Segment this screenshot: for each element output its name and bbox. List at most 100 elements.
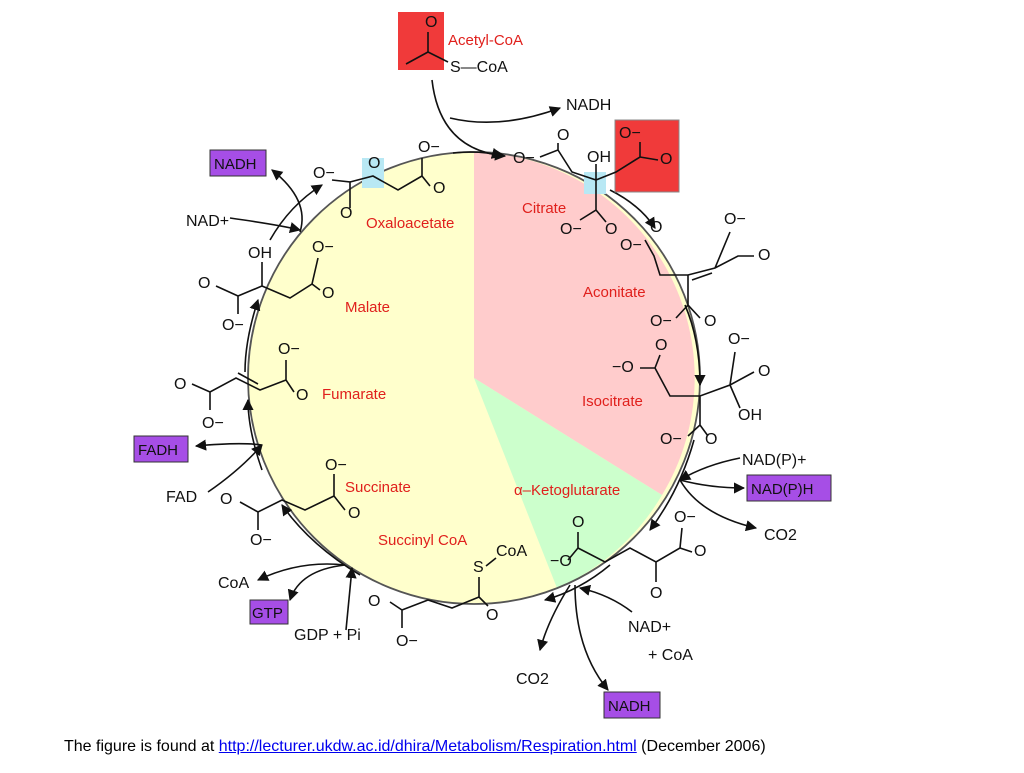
arrow-nadp-in	[679, 457, 741, 481]
fum-o-minus-top: O−	[278, 341, 300, 358]
nadph-box	[746, 474, 832, 502]
arrow-gtp-out	[287, 564, 346, 602]
fumarate-structure: O− O O O− Fumarate	[174, 341, 386, 432]
cit-o-minus-right: O−	[619, 125, 641, 142]
succinyl-coa-skeleton	[389, 557, 497, 628]
citrate-skeleton	[539, 142, 659, 223]
iso-minus-o-left: −O	[612, 359, 634, 376]
co2-akg-label: CO2	[516, 671, 549, 688]
label-ketoglutarate: α–Ketoglutarate	[514, 482, 620, 499]
label-malate: Malate	[345, 299, 390, 316]
iso-oh: OH	[738, 407, 762, 424]
fum-o-right: O	[296, 387, 308, 404]
cit-o-minus-bottom: O−	[560, 221, 582, 238]
arrow-aconitate-to-isocitrate	[684, 304, 706, 387]
citrate-atom-highlight	[584, 172, 606, 194]
oxaloacetate-structure: O− O O− O O Oxaloacetate	[313, 139, 454, 232]
acetyl-bond	[405, 51, 429, 65]
acon-o-bottom: O	[704, 313, 716, 330]
arrow-coa-out	[256, 563, 346, 581]
label-aconitate: Aconitate	[583, 284, 646, 301]
arrow-akg-to-succoa	[543, 564, 611, 603]
nadph-label: NAD(P)H	[751, 481, 814, 498]
arrow-fadh-out	[194, 439, 263, 451]
arrow-acetylcoa-in	[431, 79, 507, 161]
figure-caption: The figure is found at http://lecturer.u…	[64, 738, 766, 756]
malate-structure: OH O− O O O− Malate	[198, 239, 390, 334]
nadp-plus-label: NAD(P)+	[742, 452, 806, 469]
akg-minus-o-left: −O	[550, 553, 572, 570]
arrow-gdp-in	[345, 566, 357, 631]
succ-o-left: O	[220, 491, 232, 508]
caption-suffix: (December 2006)	[636, 738, 766, 755]
acon-o-minus-left: O−	[620, 237, 642, 254]
nadh-bottom-label: NADH	[608, 698, 651, 715]
succ-o-minus-bottom: O−	[250, 532, 272, 549]
succoa-s: S	[473, 559, 484, 576]
gtp-label: GTP	[252, 605, 283, 622]
succoa-o-right: O	[486, 607, 498, 624]
arrow-malate-to-oaa	[269, 184, 323, 241]
plus-coa-label: + CoA	[648, 647, 693, 664]
oaa-keto-o: O	[368, 155, 380, 172]
oaa-skeleton	[331, 158, 431, 208]
oaa-o-right: O	[433, 180, 445, 197]
cycle-circle	[247, 151, 701, 605]
gdp-pi-label: GDP + Pi	[294, 627, 361, 644]
acon-o-minus-bottom: O−	[650, 313, 672, 330]
arrow-nadh-oaa-out	[271, 169, 303, 233]
arrow-citrate-to-aconitate	[609, 189, 656, 229]
akg-keto-o: O	[650, 585, 662, 602]
fum-o-left: O	[174, 376, 186, 393]
fad-label: FAD	[166, 489, 197, 506]
gtp-box	[249, 599, 289, 625]
mal-o-minus-bottom: O−	[222, 317, 244, 334]
iso-o-top: O	[655, 337, 667, 354]
iso-o-minus-bottom: O−	[660, 431, 682, 448]
succinate-structure: O− O O O− Succinate	[220, 457, 411, 549]
cit-o-top: O	[557, 127, 569, 144]
mal-oh: OH	[248, 245, 272, 262]
cofactors: NADH NADH NAD+ FADH FAD CoA GTP GDP + Pi…	[133, 97, 832, 719]
fumarate-skeleton	[191, 360, 295, 410]
nadh-oaa-label: NADH	[214, 156, 257, 173]
succoa-o-left: O	[368, 593, 380, 610]
akg-o-top: O	[572, 514, 584, 531]
label-oxaloacetate: Oxaloacetate	[366, 215, 454, 232]
label-fumarate: Fumarate	[322, 386, 386, 403]
cit-o-right: O	[660, 151, 672, 168]
acetyl-coa-label: Acetyl-CoA	[448, 32, 523, 49]
fadh-box	[133, 435, 189, 463]
isocitrate-skeleton	[640, 351, 755, 437]
succoa-o-minus: O−	[396, 633, 418, 650]
cit-o-bottom: O	[605, 221, 617, 238]
arrow-fad-in	[207, 444, 263, 493]
arrow-succinate-to-fumarate	[242, 398, 263, 471]
acetyl-coa-group-label: S—CoA	[450, 59, 508, 76]
malate-skeleton	[215, 257, 321, 314]
co2-isocitrate-label: CO2	[764, 527, 797, 544]
isocitrate-structure: O −O O− O OH O− O Isocitrate	[582, 331, 770, 448]
caption-source-link[interactable]: http://lecturer.ukdw.ac.id/dhira/Metabol…	[218, 738, 637, 755]
caption-prefix: The figure is found at	[64, 738, 219, 755]
succinate-skeleton	[239, 474, 346, 530]
label-succinyl-coa: Succinyl CoA	[378, 532, 467, 549]
succinyl-coa-structure: S CoA O O O− Succinyl CoA	[368, 532, 527, 650]
arrow-nad-akg-in	[578, 584, 633, 613]
mal-o-minus-top: O−	[312, 239, 334, 256]
label-succinate: Succinate	[345, 479, 411, 496]
nadh-oaa-box	[209, 149, 267, 177]
succ-o-minus-top: O−	[325, 457, 347, 474]
label-isocitrate: Isocitrate	[582, 393, 643, 410]
arrow-nadph-out	[679, 479, 746, 494]
coa-out-label: CoA	[218, 575, 249, 592]
mal-o-left: O	[198, 275, 210, 292]
iso-o-minus-top-right: O−	[728, 331, 750, 348]
akg-o-minus-top: O−	[674, 509, 696, 526]
arrow-nadh-top-out	[449, 106, 562, 124]
ketoglutarate-structure: O −O O− O O α–Ketoglutarate	[514, 482, 706, 602]
oaa-o-minus-left: O−	[313, 165, 335, 182]
nadh-bottom-box	[603, 691, 661, 719]
